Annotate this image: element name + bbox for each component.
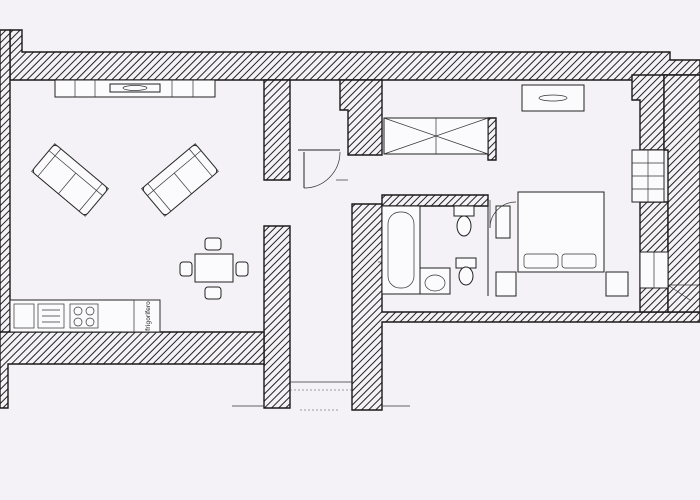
wall-pillar-upper xyxy=(263,79,291,181)
kitchen-counter: frigorifero xyxy=(9,299,161,333)
nightstand-icon xyxy=(605,271,629,297)
wall-pillar-lower xyxy=(263,225,291,409)
bed-icon xyxy=(517,191,605,273)
toilet-icon xyxy=(453,205,475,237)
pillow-icon xyxy=(561,253,597,269)
bedroom xyxy=(495,84,700,301)
dining-table-icon xyxy=(179,237,249,300)
nightstand-icon xyxy=(495,271,517,297)
tv-bedroom-icon xyxy=(521,84,585,112)
bidet-icon xyxy=(455,257,477,286)
wall-bottom-right xyxy=(663,74,700,313)
sofa-left-icon xyxy=(31,143,109,217)
pillow-icon xyxy=(523,253,559,269)
doors xyxy=(232,149,410,411)
sink-icon xyxy=(13,303,35,329)
tv-icon xyxy=(109,83,161,93)
living-room: frigorifero xyxy=(9,79,249,333)
bathroom xyxy=(378,200,517,296)
fridge-icon xyxy=(133,299,161,333)
wall-left xyxy=(0,29,11,351)
bathroom-sink-icon xyxy=(419,267,451,295)
bathtub-icon xyxy=(378,205,421,295)
wall-right-upper xyxy=(631,74,665,151)
closet xyxy=(383,117,489,155)
wall-bath-top xyxy=(381,194,489,207)
wall-bottom-left xyxy=(0,331,265,409)
wall-top xyxy=(9,29,700,81)
wall-bath-right xyxy=(487,117,497,161)
chair-icon xyxy=(204,286,222,300)
sofa-right-icon xyxy=(141,143,219,217)
fridge-label: frigorifero xyxy=(145,301,152,331)
right-door-icon xyxy=(639,251,700,301)
wall-entry-right-upper xyxy=(339,79,383,156)
shelf-icon xyxy=(495,205,511,239)
stove-icon xyxy=(69,303,99,329)
dishwasher-icon xyxy=(37,303,65,329)
entry-door-swing xyxy=(303,151,341,189)
chair-icon xyxy=(179,261,193,277)
stairs-icon xyxy=(631,149,665,203)
chair-icon xyxy=(235,261,249,277)
chair-icon xyxy=(204,237,222,251)
